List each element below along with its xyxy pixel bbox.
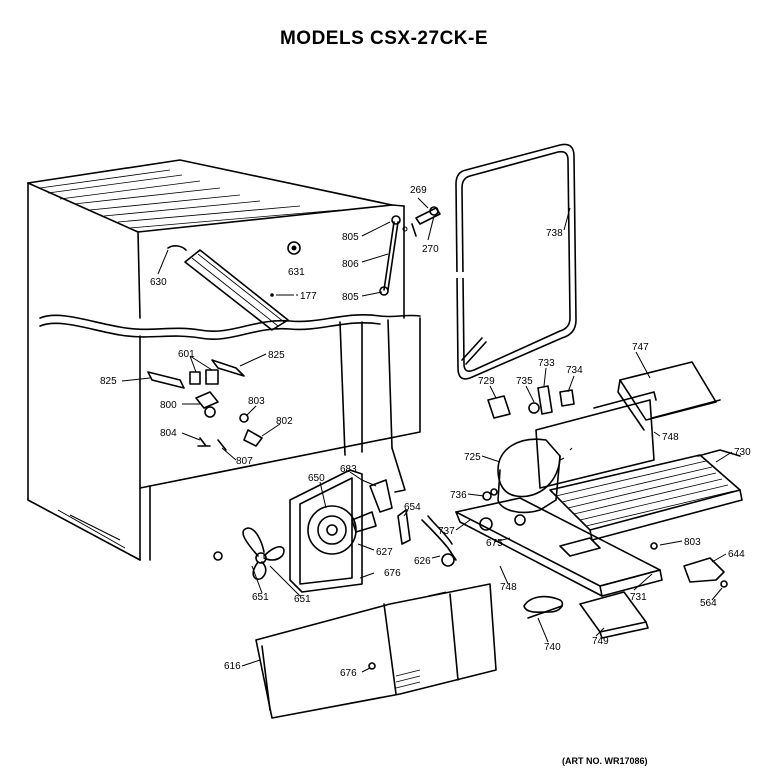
callout-738: 738 xyxy=(546,228,563,239)
callout-825-right: 825 xyxy=(268,350,285,361)
callout-683: 683 xyxy=(340,464,357,475)
callout-802: 802 xyxy=(276,416,293,427)
cover-749 xyxy=(579,591,649,639)
callout-748-upper: 748 xyxy=(662,432,679,443)
relay-box-748 xyxy=(535,391,657,489)
callout-748-lower: 748 xyxy=(500,582,517,593)
callout-675: 675 xyxy=(486,538,503,549)
art-number: (ART NO. WR17086) xyxy=(562,756,648,766)
compressor-725 xyxy=(482,438,561,514)
cabinet-assembly xyxy=(27,159,421,561)
callout-626: 626 xyxy=(414,556,431,567)
damper-rod-assembly xyxy=(379,206,441,296)
callout-651-right: 651 xyxy=(294,594,311,605)
bracket-644 xyxy=(650,542,728,588)
callout-269: 269 xyxy=(410,185,427,196)
callout-725: 725 xyxy=(464,452,481,463)
callout-806: 806 xyxy=(342,259,359,270)
wire-harness-626 xyxy=(421,515,457,567)
callout-labels: 269 738 805 270 630 631 806 805 177 747 … xyxy=(100,185,751,679)
callout-177: 177 xyxy=(300,291,317,302)
condenser-730 xyxy=(549,449,743,541)
callout-630: 630 xyxy=(150,277,167,288)
callout-800: 800 xyxy=(160,400,177,411)
callout-601: 601 xyxy=(178,349,195,360)
callout-651-left: 651 xyxy=(252,592,269,603)
callout-729: 729 xyxy=(478,376,495,387)
callout-676-upper: 676 xyxy=(384,568,401,579)
small-parts-group xyxy=(487,385,575,419)
callout-735: 735 xyxy=(516,376,533,387)
callout-564: 564 xyxy=(700,598,717,609)
callout-631: 631 xyxy=(288,267,305,278)
page-title: MODELS CSX-27CK-E xyxy=(279,28,489,49)
callout-803-upper: 803 xyxy=(248,396,265,407)
callout-627: 627 xyxy=(376,547,393,558)
callout-733: 733 xyxy=(538,358,555,369)
fan-blade-651 xyxy=(213,527,285,580)
fan-motor-assembly xyxy=(289,469,411,593)
bracket-747 xyxy=(617,361,721,431)
callout-650: 650 xyxy=(308,473,325,484)
callout-737: 737 xyxy=(438,526,455,537)
leader-lines xyxy=(121,197,733,673)
callout-807: 807 xyxy=(236,456,253,467)
callout-616: 616 xyxy=(224,661,241,672)
callout-803-lower: 803 xyxy=(684,537,701,548)
callout-747: 747 xyxy=(632,342,649,353)
callout-805-top: 805 xyxy=(342,232,359,243)
callout-736: 736 xyxy=(450,490,467,501)
callout-804: 804 xyxy=(160,428,177,439)
part-740 xyxy=(523,595,564,619)
callout-805-bottom: 805 xyxy=(342,292,359,303)
callout-740: 740 xyxy=(544,642,561,653)
callout-644: 644 xyxy=(728,549,745,560)
callout-734: 734 xyxy=(566,365,583,376)
base-pan xyxy=(455,497,663,597)
access-panel-616 xyxy=(255,583,497,719)
callout-825-left: 825 xyxy=(100,376,117,387)
callout-749: 749 xyxy=(592,636,609,647)
callout-731: 731 xyxy=(630,592,647,603)
callout-270: 270 xyxy=(422,244,439,255)
callout-676-lower: 676 xyxy=(340,668,357,679)
callout-654: 654 xyxy=(404,502,421,513)
callout-730: 730 xyxy=(734,447,751,458)
gasket-738 xyxy=(452,143,577,380)
control-components xyxy=(147,359,263,451)
